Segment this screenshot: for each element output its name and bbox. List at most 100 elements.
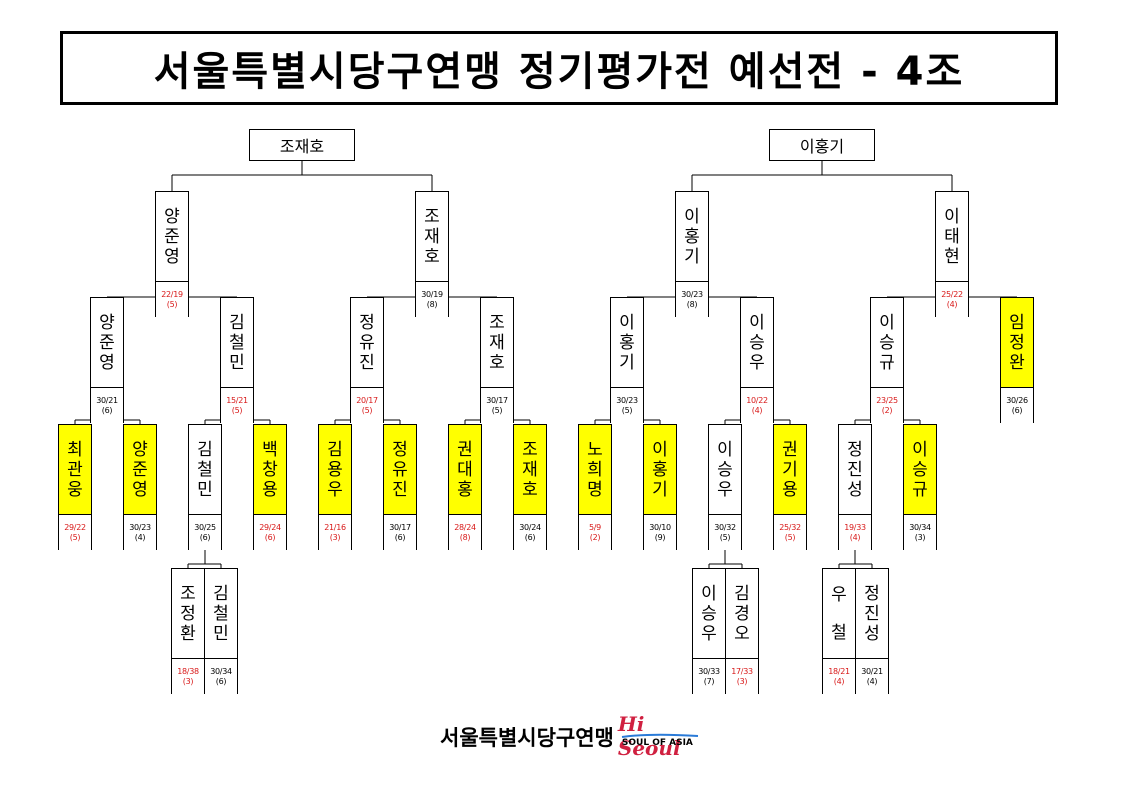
inning-value: (4) (134, 532, 146, 542)
score-value: 30/21 (861, 666, 883, 676)
player-score: 30/24(6) (514, 514, 546, 550)
player-score: 30/34(6) (205, 658, 237, 694)
player-score: 30/26(6) (1001, 387, 1033, 423)
champion-box-left: 조재호 (249, 129, 355, 161)
player-score: 30/25(6) (189, 514, 221, 550)
player-score: 30/34(3) (904, 514, 936, 550)
inning-value: (4) (866, 676, 878, 686)
score-value: 29/22 (64, 522, 86, 532)
hi-seoul-logo: Hi Seoul SOUL OF ASIA (618, 712, 702, 760)
inning-value: (6) (394, 532, 406, 542)
player-score: 17/33(3) (726, 658, 758, 694)
score-value: 19/33 (844, 522, 866, 532)
inning-value: (5) (719, 532, 731, 542)
score-value: 15/21 (226, 395, 248, 405)
footer: 서울특별시당구연맹 Hi Seoul SOUL OF ASIA (440, 712, 702, 760)
player-score: 20/17(5) (351, 387, 383, 423)
logo-tagline: SOUL OF ASIA (621, 738, 693, 748)
inning-value: (5) (231, 405, 243, 415)
player-score: 30/32(5) (709, 514, 741, 550)
inning-value: (5) (361, 405, 373, 415)
inning-value: (4) (751, 405, 763, 415)
player-score: 21/16(3) (319, 514, 351, 550)
score-value: 22/19 (161, 289, 183, 299)
score-value: 30/19 (421, 289, 443, 299)
inning-value: (6) (199, 532, 211, 542)
player-score: 30/10(9) (644, 514, 676, 550)
inning-value: (3) (736, 676, 748, 686)
score-value: 30/17 (389, 522, 411, 532)
player-score: 30/19(8) (416, 281, 448, 317)
player-score: 30/23(8) (676, 281, 708, 317)
score-value: 18/38 (177, 666, 199, 676)
score-value: 21/16 (324, 522, 346, 532)
player-score: 18/38(3) (172, 658, 204, 694)
inning-value: (6) (264, 532, 276, 542)
inning-value: (5) (621, 405, 633, 415)
score-value: 25/22 (941, 289, 963, 299)
inning-value: (3) (182, 676, 194, 686)
score-value: 30/34 (909, 522, 931, 532)
score-value: 30/17 (486, 395, 508, 405)
score-value: 10/22 (746, 395, 768, 405)
logo-wordmark: Hi Seoul (617, 712, 681, 760)
score-value: 28/24 (454, 522, 476, 532)
score-value: 20/17 (356, 395, 378, 405)
score-value: 29/24 (259, 522, 281, 532)
score-value: 30/33 (698, 666, 720, 676)
inning-value: (4) (946, 299, 958, 309)
player-score: 25/32(5) (774, 514, 806, 550)
player-score: 10/22(4) (741, 387, 773, 423)
score-value: 30/24 (519, 522, 541, 532)
inning-value: (4) (833, 676, 845, 686)
inning-value: (8) (686, 299, 698, 309)
score-value: 30/34 (210, 666, 232, 676)
score-value: 17/33 (731, 666, 753, 676)
inning-value: (2) (881, 405, 893, 415)
page-title: 서울특별시당구연맹 정기평가전 예선전 - 4조 (153, 49, 965, 95)
player-score: 15/21(5) (221, 387, 253, 423)
player-score: 30/33(7) (693, 658, 725, 694)
player-score: 30/17(5) (481, 387, 513, 423)
player-score: 30/17(6) (384, 514, 416, 550)
score-value: 30/23 (681, 289, 703, 299)
inning-value: (5) (784, 532, 796, 542)
player-score: 25/22(4) (936, 281, 968, 317)
score-value: 30/26 (1006, 395, 1028, 405)
inning-value: (4) (849, 532, 861, 542)
player-score: 29/24(6) (254, 514, 286, 550)
score-value: 30/21 (96, 395, 118, 405)
